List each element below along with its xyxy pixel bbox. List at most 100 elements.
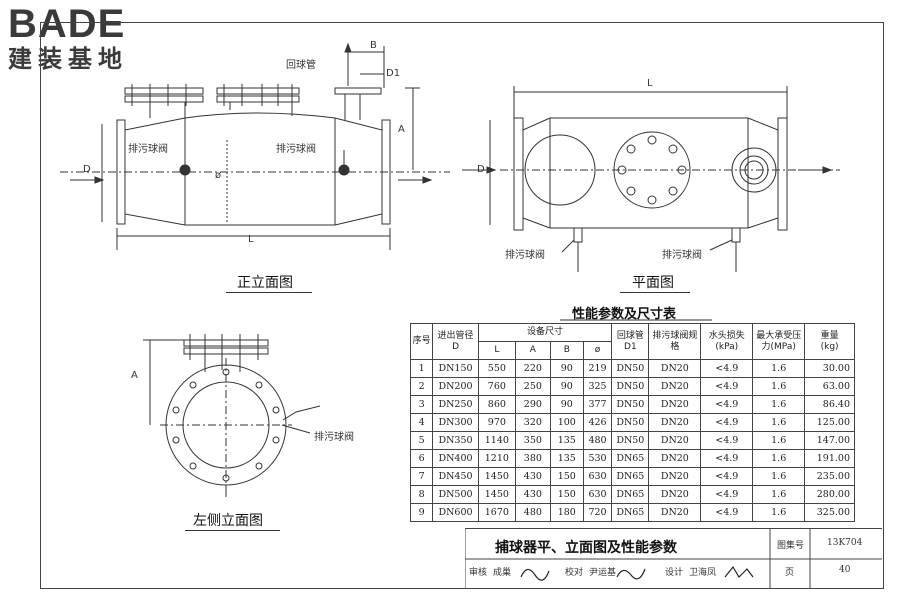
table-cell: 860	[477, 395, 516, 414]
table-cell: 135	[549, 431, 584, 450]
table-cell: 63.00	[804, 377, 855, 396]
table-cell: <4.9	[700, 485, 754, 504]
return-pipe-flange	[334, 87, 382, 95]
table-cell: <4.9	[700, 503, 754, 522]
table-cell: DN200	[432, 377, 479, 396]
table-cell: 1210	[477, 449, 516, 468]
front-elevation-view	[60, 42, 450, 250]
plan-drain-label-left: 排污球阀	[505, 250, 545, 261]
table-cell: 90	[549, 395, 584, 414]
table-cell: 550	[477, 359, 516, 378]
table-cell: 1450	[477, 485, 516, 504]
table-cell: 1.6	[752, 395, 806, 414]
caption-underline	[620, 292, 690, 293]
caption-front-elevation: 正立面图	[237, 275, 293, 291]
table-cell: 1.6	[752, 503, 806, 522]
front-top-flange-left	[124, 87, 204, 95]
table-cell: DN65	[611, 485, 650, 504]
table-cell: DN600	[432, 503, 479, 522]
table-cell: 1140	[477, 431, 516, 450]
header-b: B	[549, 341, 584, 360]
table-cell: DN350	[432, 431, 479, 450]
table-cell: 290	[514, 395, 551, 414]
table-cell: 325.00	[804, 503, 855, 522]
front-top-flange-right	[216, 87, 300, 95]
dim-a-label-front: A	[398, 124, 405, 135]
table-cell: DN65	[611, 467, 650, 486]
table-cell: 530	[582, 449, 613, 468]
table-cell: 377	[582, 395, 613, 414]
title-block-grid	[465, 529, 882, 588]
table-cell: <4.9	[700, 413, 754, 432]
table-cell: DN50	[611, 377, 650, 396]
signatures	[520, 565, 754, 581]
table-cell: 380	[514, 449, 551, 468]
table-cell: 630	[582, 467, 613, 486]
table-cell: DN50	[611, 413, 650, 432]
table-cell: DN50	[611, 359, 650, 378]
table-cell: 320	[514, 413, 551, 432]
logo-brand: BADE	[8, 2, 126, 46]
table-cell: DN500	[432, 485, 479, 504]
table-cell: 720	[582, 503, 613, 522]
dim-l-label-front: L	[248, 234, 254, 245]
side-top-flange	[183, 339, 269, 347]
plan-drain-label-right: 排污球阀	[662, 250, 702, 261]
caption-underline	[226, 292, 312, 293]
dim-phi-label: ø	[215, 170, 222, 181]
table-cell: DN20	[648, 467, 702, 486]
checker-name: 尹运基	[589, 568, 617, 578]
plan-drain-valve-right	[731, 227, 741, 243]
table-cell: DN20	[648, 359, 702, 378]
logo-tagline: 建装基地	[8, 45, 128, 73]
header-phi: ø	[582, 341, 613, 360]
table-cell: 2	[409, 377, 434, 396]
table-cell: 1670	[477, 503, 516, 522]
table-cell: 4	[409, 413, 434, 432]
table-cell: 147.00	[804, 431, 855, 450]
table-cell: 135	[549, 449, 584, 468]
side-drain-label: 排污球阀	[314, 432, 354, 443]
table-cell: 480	[582, 431, 613, 450]
table-cell: 760	[477, 377, 516, 396]
header-seq: 序号	[409, 323, 434, 360]
plan-right-flange	[777, 117, 788, 231]
table-cell: 8	[409, 485, 434, 504]
table-cell: DN20	[648, 449, 702, 468]
drawing-frame	[40, 22, 884, 589]
plan-return-flange	[731, 147, 777, 193]
header-a: A	[514, 341, 551, 360]
front-drain-label-left: 排污球阀	[128, 144, 168, 155]
title-block: 捕球器平、立面图及性能参数 图集号 13K704 审核 成巢 校对 尹运基 设计…	[465, 528, 882, 588]
header-pressure: 最大承受压力(MPa)	[752, 323, 806, 360]
table-cell: 1450	[477, 467, 516, 486]
table-cell: 150	[549, 485, 584, 504]
plan-left-port	[524, 134, 596, 206]
table-cell: <4.9	[700, 431, 754, 450]
table-cell: 1.6	[752, 377, 806, 396]
dim-l-label-plan: L	[647, 78, 653, 89]
table-cell: 3	[409, 395, 434, 414]
logo: BADE 建装基地	[8, 4, 178, 84]
front-drain-valve-left	[179, 164, 191, 176]
table-cell: 430	[514, 467, 551, 486]
dim-b-label: B	[370, 40, 377, 51]
page-label: 页	[785, 568, 795, 578]
table-cell: <4.9	[700, 395, 754, 414]
table-cell: <4.9	[700, 359, 754, 378]
table-cell: 30.00	[804, 359, 855, 378]
page-number: 40	[839, 565, 851, 575]
table-cell: DN20	[648, 431, 702, 450]
table-cell: 220	[514, 359, 551, 378]
atlas-label: 图集号	[777, 541, 805, 551]
table-cell: 325	[582, 377, 613, 396]
header-dims: 设备尺寸	[477, 323, 613, 342]
table-cell: DN50	[611, 395, 650, 414]
table-cell: <4.9	[700, 467, 754, 486]
dim-d-label-front: D	[83, 164, 91, 175]
